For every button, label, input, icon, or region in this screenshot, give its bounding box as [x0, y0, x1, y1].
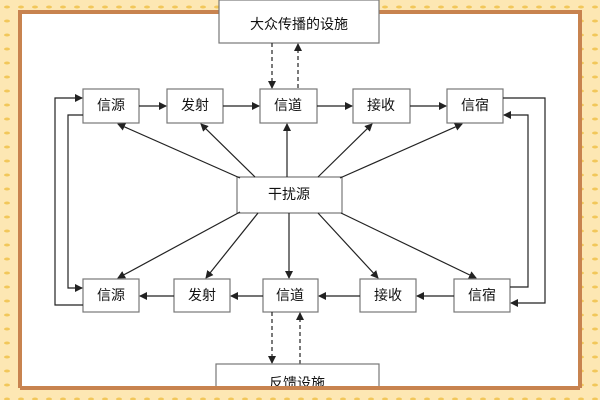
- top-transmit-label: 发射: [181, 98, 209, 114]
- mass-media-facility-label: 大众传播的设施: [250, 17, 348, 33]
- interference-arrows: [117, 123, 477, 279]
- bottom-destination-label: 信宿: [468, 287, 496, 304]
- mass-media-facility-box: 大众传播的设施: [218, 0, 380, 44]
- feedback-loops: [54, 94, 546, 307]
- bottom-receive-label: 接收: [374, 287, 402, 304]
- bottom-border-dots: [0, 388, 600, 400]
- top-source-label: 信源: [97, 98, 125, 114]
- interference-label: 干扰源: [268, 187, 310, 203]
- interference-box: 干扰源: [236, 176, 343, 214]
- bottom-row: 信源 发射 信道 接收 信宿: [82, 278, 511, 313]
- top-destination-label: 信宿: [461, 97, 489, 114]
- top-channel-label: 信道: [274, 98, 302, 114]
- top-receive-label: 接收: [367, 97, 395, 114]
- bottom-transmit-label: 发射: [188, 288, 216, 304]
- bottom-source-label: 信源: [97, 288, 125, 304]
- bottom-channel-label: 信道: [276, 288, 304, 304]
